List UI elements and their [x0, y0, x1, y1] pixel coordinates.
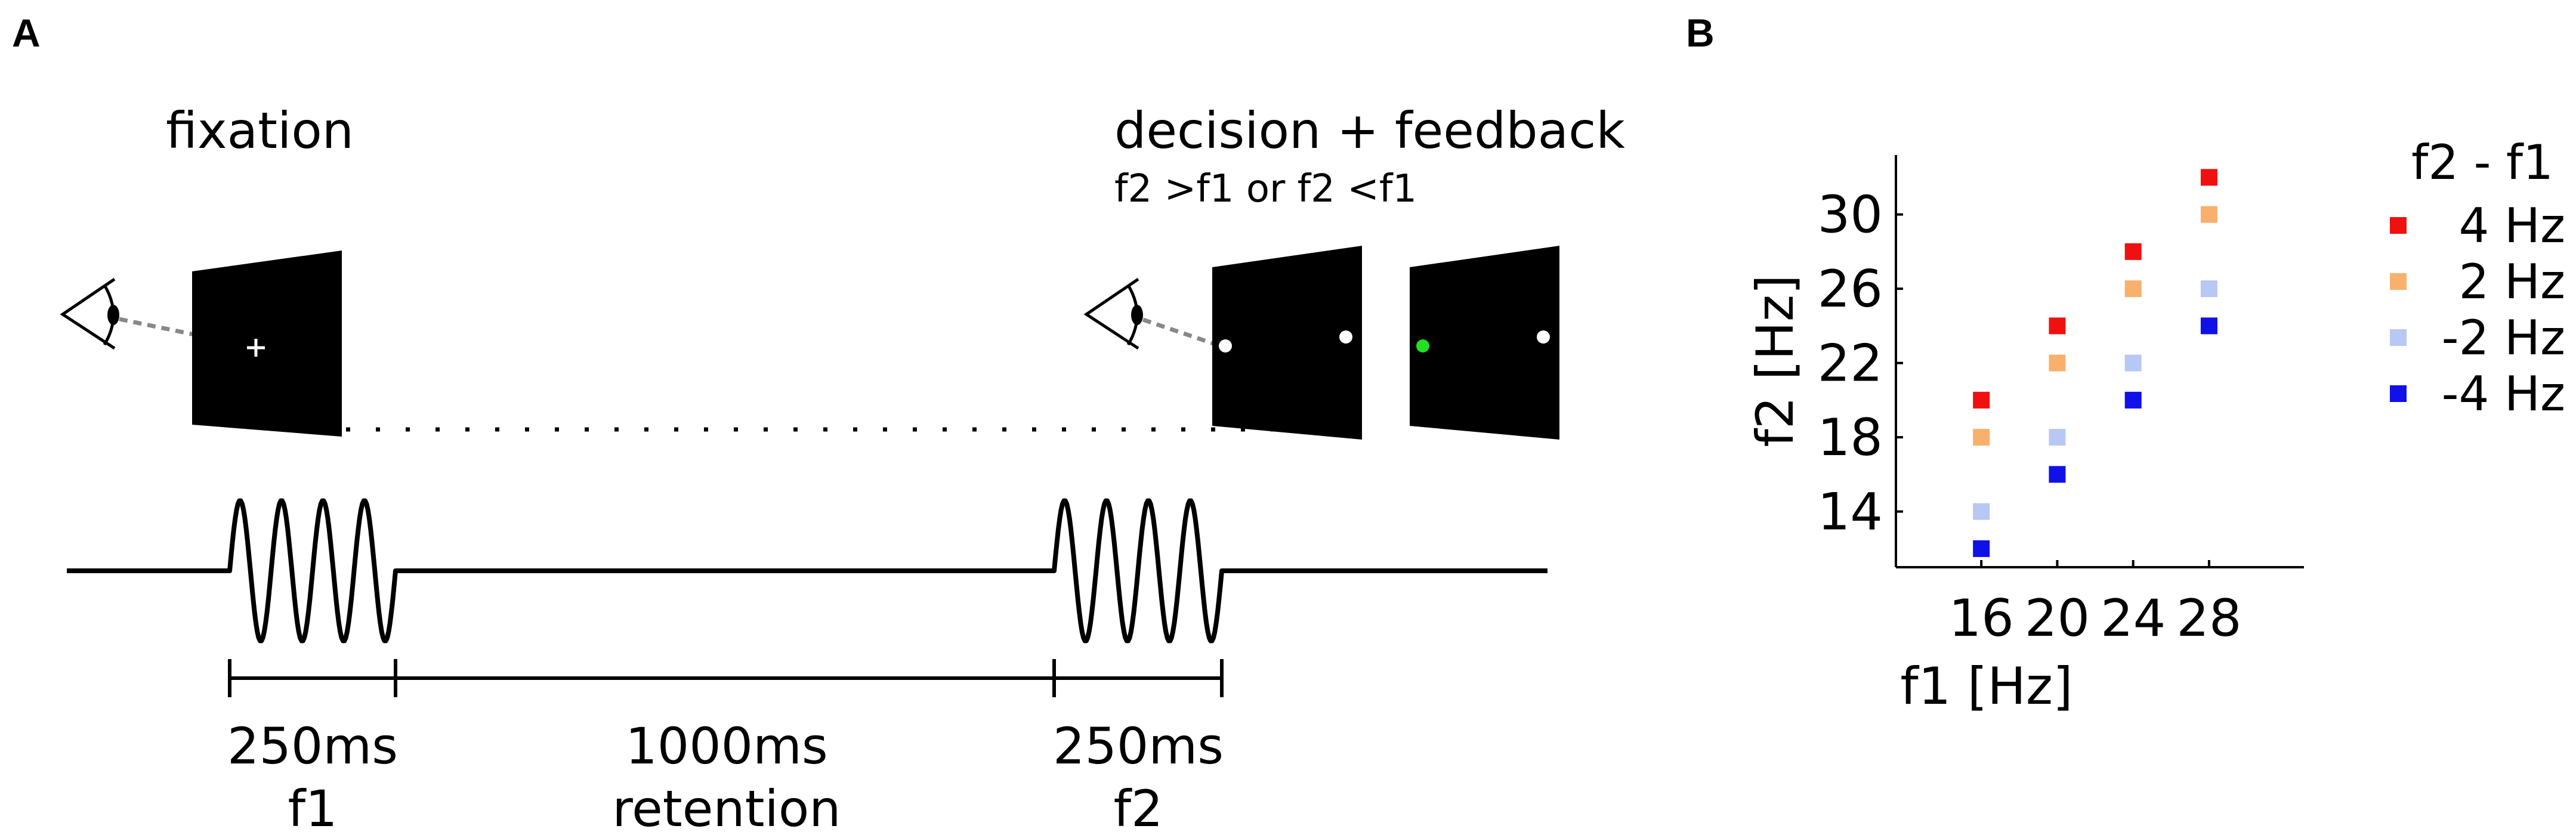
x-tick-label: 16 — [1948, 589, 2013, 648]
target-dot-left — [1219, 339, 1232, 352]
eye-icon — [60, 277, 119, 350]
stimulus-waveform — [67, 498, 1548, 644]
x-tick-label: 28 — [2176, 589, 2241, 648]
duration-retention: 1000ms — [625, 717, 827, 775]
duration-f2: 250ms — [1053, 717, 1224, 775]
decision-screen — [1212, 246, 1362, 440]
y-tick-label: 22 — [1818, 334, 1883, 394]
data-point-marker — [2049, 317, 2066, 335]
decision-sublabel: f2 >f1 or f2 <f1 — [1114, 167, 1417, 211]
panel-a-label: A — [12, 11, 41, 55]
y-tick-label: 26 — [1818, 259, 1883, 319]
y-tick-label: 18 — [1818, 408, 1883, 468]
panel-b-label: B — [1686, 11, 1715, 55]
time-scale — [228, 659, 1224, 697]
legend-swatch — [2390, 273, 2407, 290]
data-point-marker — [2049, 466, 2066, 483]
legend-label: 2 Hz — [2459, 254, 2565, 310]
legend-swatch — [2390, 217, 2407, 234]
legend: 4 Hz2 Hz-2 Hz-4 Hz — [2390, 198, 2565, 422]
y-axis-label: f2 [Hz] — [1746, 274, 1805, 447]
fixation-screen — [192, 251, 342, 437]
legend-label: 4 Hz — [2459, 198, 2565, 253]
decision-gaze-line — [1142, 317, 1218, 347]
data-point-marker — [2124, 280, 2142, 298]
chart-axes — [1895, 155, 2304, 568]
fixation-label: fixation — [166, 101, 354, 160]
data-point-marker — [2200, 317, 2217, 335]
legend-swatch — [2390, 385, 2407, 402]
feedback-dot-green — [1416, 339, 1429, 352]
name-retention: retention — [612, 780, 841, 838]
data-point-marker — [2124, 354, 2142, 372]
y-tick-label: 14 — [1818, 483, 1883, 542]
data-point-marker — [1973, 429, 1990, 446]
data-point-marker — [1973, 540, 1990, 557]
data-point-marker — [2124, 391, 2142, 409]
legend-label: -2 Hz — [2442, 310, 2565, 366]
duration-f1: 250ms — [227, 717, 398, 775]
data-points — [1973, 169, 2217, 557]
x-tick-label: 20 — [2025, 589, 2090, 648]
name-f2: f2 — [1113, 780, 1163, 838]
data-point-marker — [2124, 243, 2142, 260]
data-point-marker — [2049, 429, 2066, 446]
feedback-dot-right — [1537, 330, 1550, 344]
data-point-marker — [2049, 354, 2066, 372]
data-point-marker — [2200, 280, 2217, 298]
x-axis-label: f1 [Hz] — [1900, 657, 2072, 716]
decision-label: decision + feedback — [1114, 101, 1625, 160]
legend-label: -4 Hz — [2442, 366, 2565, 422]
legend-title: f2 - f1 — [2411, 135, 2553, 190]
y-tick-label: 30 — [1818, 185, 1883, 245]
data-point-marker — [2200, 206, 2217, 223]
x-tick-label: 24 — [2101, 589, 2166, 648]
data-point-marker — [2200, 169, 2217, 186]
y-ticks: 14 18 22 26 30 — [1818, 185, 1903, 542]
fixation-cross-icon — [247, 339, 265, 357]
name-f1: f1 — [288, 780, 337, 838]
legend-swatch — [2390, 329, 2407, 346]
data-point-marker — [1973, 391, 1990, 409]
panel-a: A fixation decision + feedback f2 >f1 or… — [12, 11, 1625, 838]
target-dot-right — [1339, 330, 1352, 344]
data-point-marker — [1973, 503, 1990, 520]
feedback-screen — [1410, 246, 1559, 440]
decision-eye-icon — [1083, 277, 1143, 350]
